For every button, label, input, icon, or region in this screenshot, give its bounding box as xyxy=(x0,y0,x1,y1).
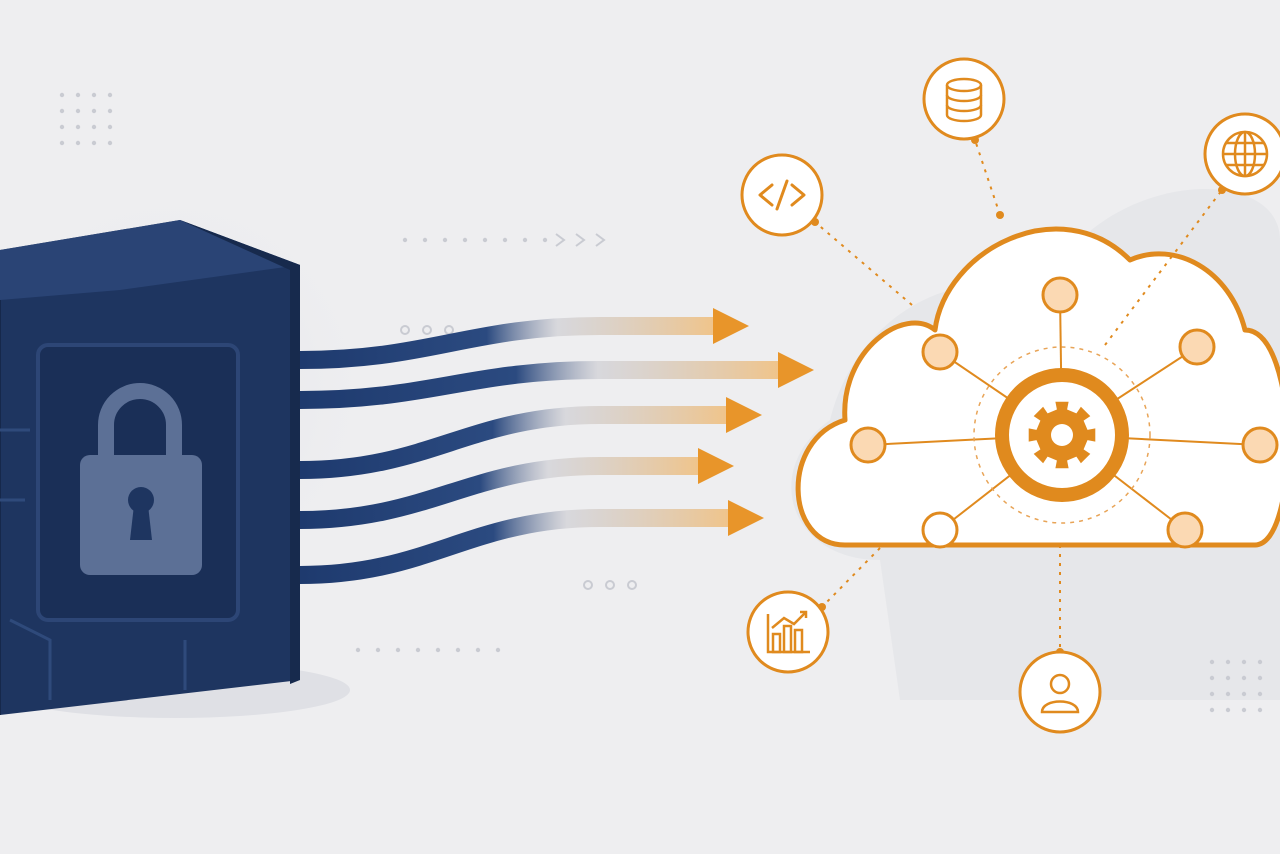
dot xyxy=(542,237,548,243)
dot xyxy=(415,647,421,653)
dot xyxy=(59,108,65,114)
dot xyxy=(59,124,65,130)
gear-icon xyxy=(1028,401,1096,469)
dot xyxy=(91,108,97,114)
link-dot xyxy=(996,211,1004,219)
dot xyxy=(502,237,508,243)
network-node xyxy=(921,333,959,371)
network-node xyxy=(1178,328,1216,366)
network-node xyxy=(921,511,959,549)
dot xyxy=(1209,659,1215,665)
data-streams xyxy=(299,308,814,584)
ring-dot xyxy=(400,325,410,335)
dot xyxy=(1241,691,1247,697)
dot xyxy=(1225,675,1231,681)
network-node xyxy=(1041,276,1079,314)
ring-dot xyxy=(583,580,593,590)
dot xyxy=(455,647,461,653)
ring-dot xyxy=(444,325,454,335)
stream-arrowhead xyxy=(713,308,749,344)
dot xyxy=(422,237,428,243)
dot xyxy=(107,140,113,146)
ring-dot xyxy=(605,580,615,590)
chevron xyxy=(595,233,606,247)
data-stream xyxy=(299,457,700,529)
dot xyxy=(442,237,448,243)
dot xyxy=(1257,659,1263,665)
dot xyxy=(75,92,81,98)
chevron xyxy=(575,233,586,247)
dot xyxy=(435,647,441,653)
data-stream xyxy=(299,509,730,584)
globe-icon xyxy=(1203,112,1280,196)
stream-arrowhead xyxy=(726,397,762,433)
network-node xyxy=(849,426,887,464)
dot xyxy=(1257,707,1263,713)
dot-pattern xyxy=(59,92,1263,713)
network-nodes xyxy=(849,276,1279,549)
dot xyxy=(75,140,81,146)
dot xyxy=(395,647,401,653)
network-node xyxy=(1166,511,1204,549)
dot xyxy=(495,647,501,653)
data-stream xyxy=(299,406,728,479)
stream-arrowhead xyxy=(698,448,734,484)
padlock-icon xyxy=(80,383,202,575)
gear-hole xyxy=(1051,424,1073,446)
code-icon xyxy=(740,153,824,237)
dot xyxy=(1241,707,1247,713)
database-icon xyxy=(922,57,1006,141)
vault xyxy=(0,220,300,715)
dot xyxy=(75,108,81,114)
dot xyxy=(1225,659,1231,665)
satellite-link xyxy=(814,221,913,306)
dot xyxy=(107,92,113,98)
dot xyxy=(91,140,97,146)
dot xyxy=(1257,691,1263,697)
dot xyxy=(1225,691,1231,697)
dot xyxy=(522,237,528,243)
user-icon xyxy=(1018,650,1102,734)
stream-arrowhead xyxy=(728,500,764,536)
chevron xyxy=(555,233,566,247)
dot xyxy=(59,92,65,98)
dot xyxy=(107,108,113,114)
dot xyxy=(1209,707,1215,713)
gear-hub xyxy=(973,346,1151,524)
data-stream xyxy=(299,317,715,369)
dot xyxy=(1241,675,1247,681)
dot xyxy=(1209,691,1215,697)
dot xyxy=(1241,659,1247,665)
dot xyxy=(402,237,408,243)
stream-arrowhead xyxy=(778,352,814,388)
dot xyxy=(482,237,488,243)
dot xyxy=(1225,707,1231,713)
dot xyxy=(375,647,381,653)
ring-dot xyxy=(627,580,637,590)
dot xyxy=(1209,675,1215,681)
dot xyxy=(91,92,97,98)
dot xyxy=(75,124,81,130)
dot xyxy=(107,124,113,130)
dot xyxy=(462,237,468,243)
dot xyxy=(59,140,65,146)
dot xyxy=(91,124,97,130)
dot xyxy=(475,647,481,653)
network-node xyxy=(1241,426,1279,464)
satellite-link xyxy=(974,139,1001,216)
ring-dot xyxy=(422,325,432,335)
dot xyxy=(355,647,361,653)
dot xyxy=(1257,675,1263,681)
data-stream xyxy=(299,361,780,409)
chart-icon xyxy=(746,590,830,674)
